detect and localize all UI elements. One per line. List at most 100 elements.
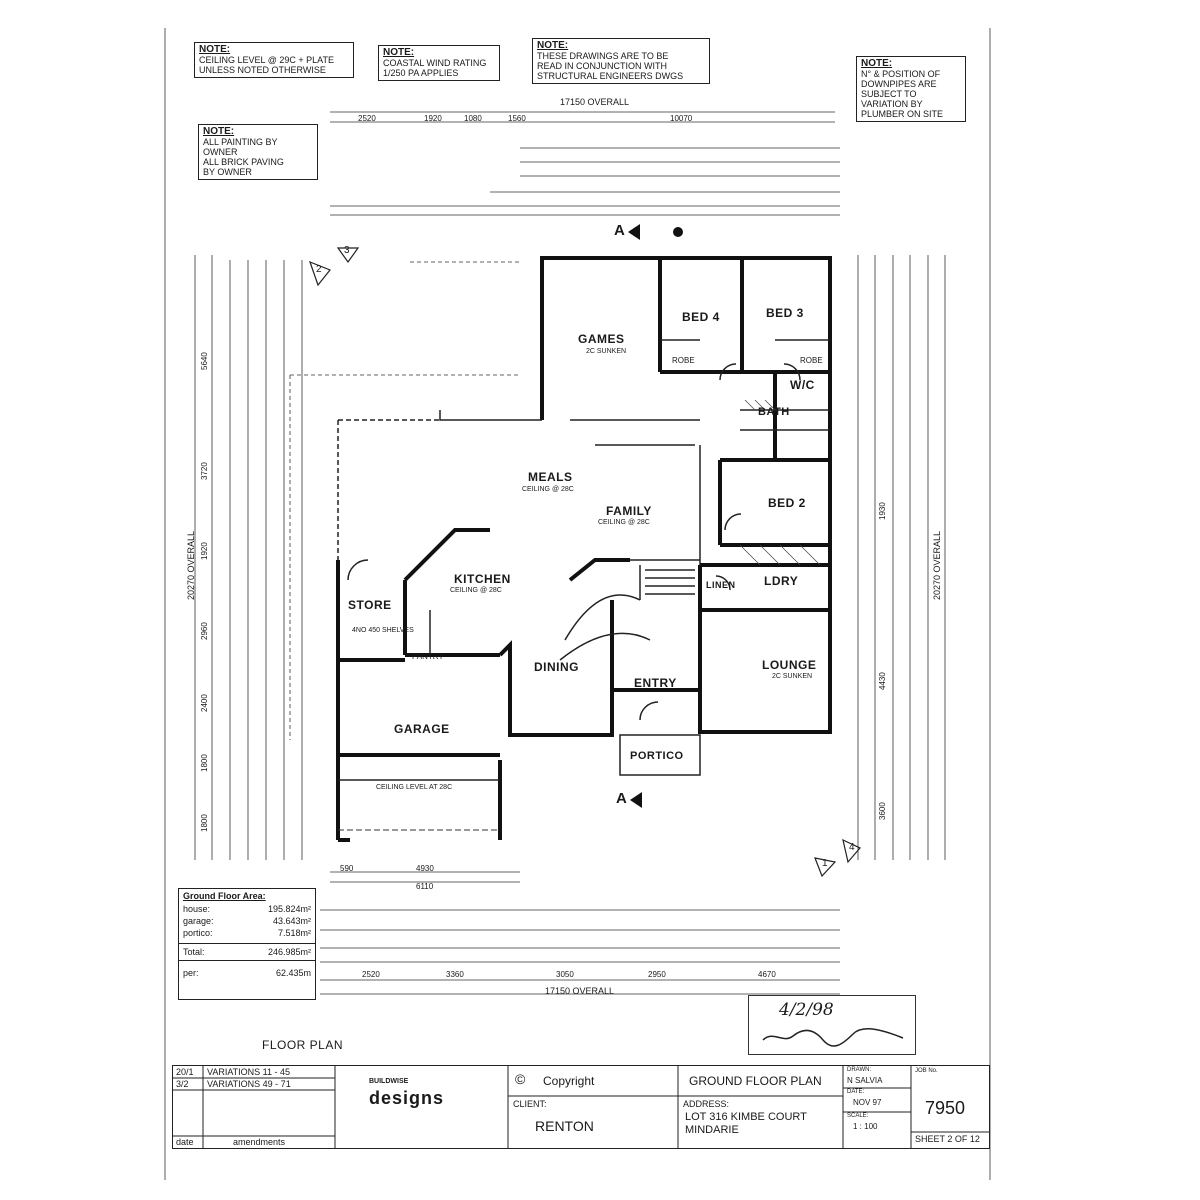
room-bed4: BED 4 (682, 310, 720, 324)
left-dim: 1800 (200, 754, 209, 772)
copyright-label: Copyright (543, 1074, 595, 1088)
room-entry: ENTRY (634, 676, 677, 690)
section-label-top: A (614, 222, 626, 239)
room-bed2: BED 2 (768, 496, 806, 510)
company-logo-top: BUILDWISE (369, 1078, 409, 1085)
room-family: FAMILY (606, 504, 652, 518)
drawing-title: GROUND FLOOR PLAN (689, 1074, 822, 1088)
client-name: RENTON (535, 1118, 594, 1134)
room-kitchen-note: CEILING @ 28c (450, 587, 502, 594)
room-meals: MEALS (528, 470, 573, 484)
room-robe-1: ROBE (672, 356, 695, 365)
note-painting-paving: NOTE: ALL PAINTING BY OWNER ALL BRICK PA… (198, 124, 318, 180)
overall-bottom: 17150 OVERALL (545, 986, 615, 996)
room-store: STORE (348, 598, 392, 612)
overall-top: 17150 OVERALL (560, 97, 630, 107)
amendment-text-1: VARIATIONS 11 - 45 (207, 1067, 291, 1077)
scale-label: SCALE: (847, 1113, 869, 1119)
room-games: GAMES (578, 332, 625, 346)
overall-left: 20270 OVERALL (186, 530, 196, 600)
section-label-bottom: A (616, 790, 628, 807)
date-label: DATE: (847, 1089, 865, 1095)
sheet-number: SHEET 2 OF 12 (915, 1134, 980, 1144)
top-dim: 2520 (358, 114, 376, 123)
note-wind-rating: NOTE: COASTAL WIND RATING 1/250 Pa APPLI… (378, 45, 500, 81)
room-robe-2: ROBE (800, 356, 823, 365)
drawing-date: NOV 97 (853, 1098, 882, 1107)
left-dim: 1920 (200, 542, 209, 560)
section-mark-bottom (630, 792, 642, 808)
area-row: house:195.824m² (183, 904, 311, 914)
bottom-dim: 4670 (758, 970, 776, 979)
company-logo: designs (369, 1088, 445, 1108)
left-dim: 1800 (200, 814, 209, 832)
scale-value: 1 : 100 (853, 1122, 878, 1131)
job-number: 7950 (925, 1098, 966, 1118)
room-dining: DINING (534, 660, 579, 674)
signature-scribble (762, 1028, 904, 1047)
area-row: portico:7.518m² (183, 928, 311, 938)
amendment-code-2: 3/2 (176, 1079, 189, 1089)
client-label: CLIENT: (513, 1099, 547, 1109)
room-portico: PORTICO (630, 750, 684, 762)
address-line-2: MINDARIE (685, 1124, 739, 1136)
area-total-row: Total:246.985m² (179, 943, 315, 961)
title-block: 20/1 VARIATIONS 11 - 45 3/2 VARIATIONS 4… (172, 1065, 990, 1149)
amendment-header-text: amendments (233, 1137, 286, 1147)
room-garage: GARAGE (394, 722, 450, 736)
drawn-by: N SALVIA (847, 1076, 883, 1085)
left-dim: 2400 (200, 694, 209, 712)
room-games-note: 2c SUNKEN (586, 348, 627, 355)
room-lounge-note: 2c SUNKEN (772, 673, 813, 680)
area-row: garage:43.643m² (183, 916, 311, 926)
address-label: ADDRESS: (683, 1099, 730, 1109)
signature-box: 4/2/98 (748, 995, 916, 1055)
area-per-row: per:62.435m (183, 968, 311, 978)
room-linen: LINEN (706, 580, 736, 590)
room-garage-note: CEILING LEVEL AT 28c (376, 784, 453, 791)
callout-4: 4 (849, 842, 855, 853)
room-kitchen: KITCHEN (454, 572, 511, 586)
room-bath: BATH (758, 406, 790, 418)
job-label: JOB No. (915, 1068, 938, 1074)
bottom-dim: 590 (340, 864, 354, 873)
room-family-note: CEILING @ 28c (598, 519, 650, 526)
top-dim: 1080 (464, 114, 482, 123)
bottom-dim: 4930 (416, 864, 434, 873)
room-ldry: LDRY (764, 574, 799, 588)
right-dim: 3600 (878, 802, 887, 820)
top-dim: 1920 (424, 114, 442, 123)
room-wc: W/C (790, 378, 815, 392)
bottom-dim: 3050 (556, 970, 574, 979)
note-ceiling-level: NOTE: CEILING LEVEL @ 29c + PLATE UNLESS… (194, 42, 354, 78)
callout-1: 1 (822, 858, 828, 869)
right-dim: 4430 (878, 672, 887, 690)
callout-3: 3 (344, 245, 350, 256)
overall-right: 20270 OVERALL (932, 530, 942, 600)
amendment-code-1: 20/1 (176, 1067, 194, 1077)
ground-floor-area-table: Ground Floor Area: house:195.824m² garag… (178, 888, 316, 1000)
room-bed3: BED 3 (766, 306, 804, 320)
left-dim: 5640 (200, 352, 209, 370)
bottom-dim: 2520 (362, 970, 380, 979)
signature-date: 4/2/98 (779, 1000, 834, 1020)
address-line-1: LOT 316 KIMBE COURT (685, 1111, 807, 1123)
bottom-dim: 2950 (648, 970, 666, 979)
note-structural-drawings: NOTE: THESE DRAWINGS ARE TO BE READ IN C… (532, 38, 710, 84)
bottom-dim: 6110 (416, 882, 434, 891)
room-pantry: PANTRY (412, 652, 444, 661)
left-dim: 2960 (200, 622, 209, 640)
floor-plan-label: FLOOR PLAN (262, 1038, 344, 1052)
top-dim: 10070 (670, 114, 693, 123)
section-mark-top (628, 224, 683, 240)
left-dim: 3720 (200, 462, 209, 480)
callout-2: 2 (316, 264, 322, 275)
copyright-icon: © (515, 1071, 526, 1087)
drawn-label: DRAWN: (847, 1067, 872, 1073)
bottom-dim: 3360 (446, 970, 464, 979)
room-meals-note: CEILING @ 28c (522, 486, 574, 493)
amendment-header-code: date (176, 1137, 194, 1147)
top-dim: 1560 (508, 114, 526, 123)
